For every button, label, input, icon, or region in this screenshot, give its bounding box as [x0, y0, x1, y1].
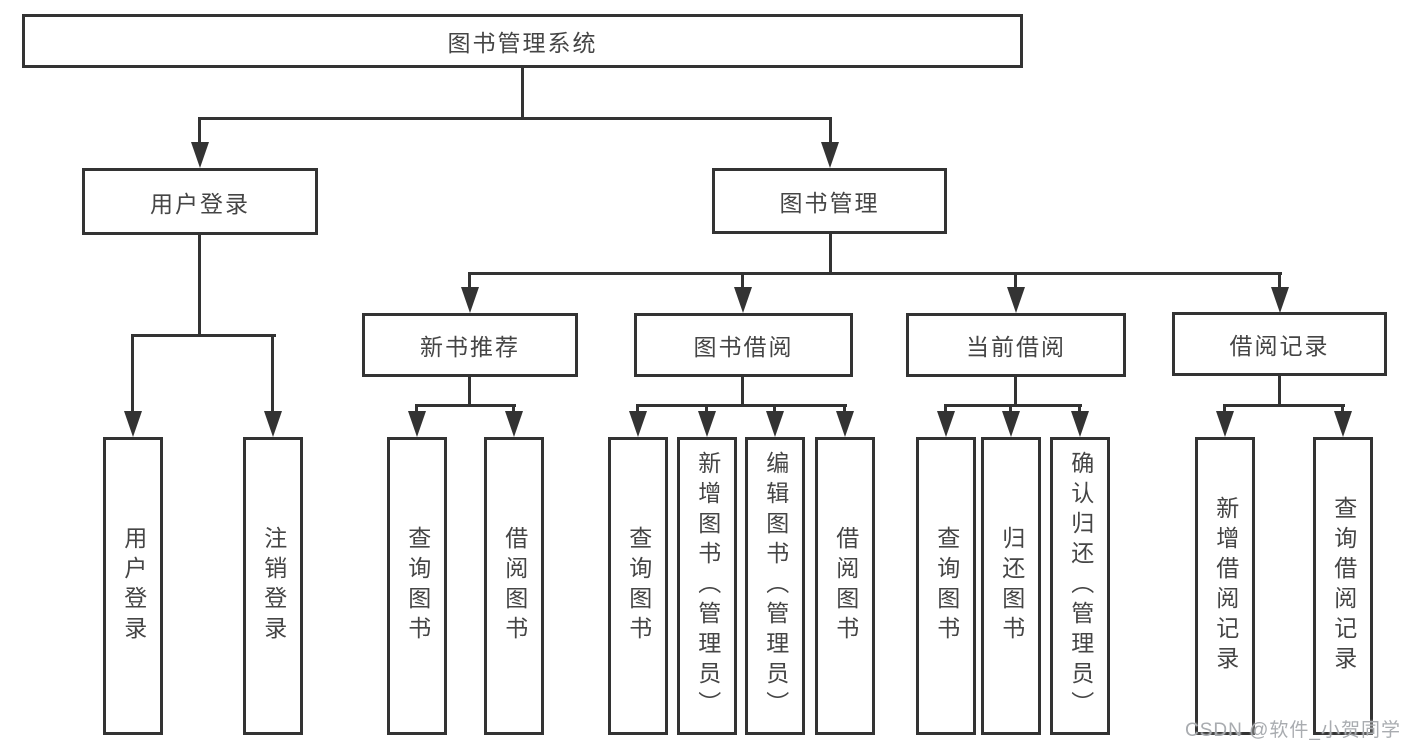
leaf-label: 查询借阅记录	[1330, 496, 1357, 676]
connector-trunk-current-borrowing	[1014, 376, 1017, 406]
connector-rail-user-login	[131, 334, 276, 337]
leaf-add-borrow-record: 新增借阅记录	[1195, 437, 1255, 735]
leaf-add-book-admin: 新增图书（管理员）	[677, 437, 737, 735]
arrowhead-down	[836, 411, 854, 437]
node-label: 图书管理	[779, 190, 880, 216]
leaf-label: 查询图书	[933, 526, 960, 646]
connector-tail	[1223, 404, 1226, 416]
arrowhead-down	[408, 411, 426, 437]
arrowhead-down	[191, 142, 209, 168]
leaf-query-borrow-record: 查询借阅记录	[1313, 437, 1373, 735]
arrowhead-down	[821, 142, 839, 168]
connector-trunk-new-book	[468, 375, 471, 406]
connector-trunk-root	[521, 68, 524, 120]
arrowhead-down	[1007, 287, 1025, 313]
connector-tail	[741, 272, 744, 292]
node-user-login: 用户登录	[82, 168, 318, 235]
leaf-label: 归还图书	[998, 526, 1025, 646]
arrowhead-down	[698, 411, 716, 437]
arrowhead-down	[937, 411, 955, 437]
connector-rail-current-borrowing	[944, 404, 1082, 407]
arrowhead-down	[461, 287, 479, 313]
arrowhead-down	[1271, 287, 1289, 313]
connector-trunk-book-borrowing	[741, 376, 744, 406]
connector-rail-level3	[468, 272, 1282, 275]
node-new-book-recommendation: 新书推荐	[362, 313, 578, 377]
csdn-watermark: CSDN @软件_小贺同学	[1185, 720, 1401, 741]
connector-tail	[512, 404, 515, 416]
connector-tail	[773, 404, 776, 416]
leaf-label: 新增借阅记录	[1212, 496, 1239, 676]
connector-tail	[843, 404, 846, 416]
leaf-query-books-borrow: 查询图书	[608, 437, 668, 735]
leaf-edit-book-admin: 编辑图书（管理员）	[745, 437, 805, 735]
leaf-user-login: 用户登录	[103, 437, 163, 735]
node-current-borrowing: 当前借阅	[906, 313, 1126, 377]
leaf-label: 用户登录	[120, 526, 147, 646]
connector-trunk-borrowing-records	[1278, 375, 1281, 406]
node-book-borrowing: 图书借阅	[634, 313, 853, 377]
node-label: 借阅记录	[1229, 333, 1330, 359]
connector-rail-book-borrowing	[636, 404, 847, 407]
connector-trunk-user-login	[198, 234, 201, 336]
node-borrowing-records: 借阅记录	[1172, 312, 1387, 376]
node-label: 图书管理系统	[447, 30, 598, 56]
arrowhead-down	[766, 411, 784, 437]
connector-rail-new-book	[415, 404, 516, 407]
arrowhead-down	[1334, 411, 1352, 437]
arrowhead-down	[264, 411, 282, 437]
connector-tail	[1014, 272, 1017, 292]
node-book-management: 图书管理	[712, 168, 947, 234]
node-label: 新书推荐	[420, 334, 520, 360]
connector-trunk-book-management	[829, 233, 832, 274]
leaf-query-books-current: 查询图书	[916, 437, 976, 735]
leaf-confirm-return-admin: 确认归还（管理员）	[1050, 437, 1110, 735]
leaf-label: 查询图书	[625, 526, 652, 646]
leaf-label: 借阅图书	[832, 526, 859, 646]
connector-tail	[198, 117, 201, 147]
connector-rail-borrowing-records	[1223, 404, 1345, 407]
connector-tail	[1278, 272, 1281, 292]
leaf-label: 确认归还（管理员）	[1067, 451, 1094, 721]
node-root-library-management-system: 图书管理系统	[22, 14, 1023, 68]
connector-rail-level2	[198, 117, 832, 120]
arrowhead-down	[629, 411, 647, 437]
arrowhead-down	[1002, 411, 1020, 437]
leaf-query-books-recommend: 查询图书	[387, 437, 447, 735]
connector-tail	[944, 404, 947, 416]
leaf-return-book: 归还图书	[981, 437, 1041, 735]
arrowhead-down	[1071, 411, 1089, 437]
leaf-borrow-books-recommend: 借阅图书	[484, 437, 544, 735]
connector-tail	[705, 404, 708, 416]
connector-tail	[1009, 404, 1012, 416]
leaf-logout: 注销登录	[243, 437, 303, 735]
leaf-label: 编辑图书（管理员）	[762, 451, 789, 721]
leaf-label: 查询图书	[404, 526, 431, 646]
leaf-label: 新增图书（管理员）	[694, 451, 721, 721]
leaf-label: 借阅图书	[501, 526, 528, 646]
connector-tail	[468, 272, 471, 292]
leaf-label: 注销登录	[260, 526, 287, 646]
arrowhead-down	[1216, 411, 1234, 437]
connector-tail	[131, 334, 134, 414]
connector-tail	[636, 404, 639, 416]
connector-tail	[829, 117, 832, 147]
connector-tail	[1078, 404, 1081, 416]
connector-tail	[415, 404, 418, 416]
connector-tail	[1341, 404, 1344, 416]
leaf-borrow-books: 借阅图书	[815, 437, 875, 735]
node-label: 当前借阅	[966, 334, 1066, 360]
node-label: 用户登录	[150, 190, 250, 217]
arrowhead-down	[505, 411, 523, 437]
node-label: 图书借阅	[693, 334, 794, 360]
connector-tail	[271, 334, 274, 414]
arrowhead-down	[124, 411, 142, 437]
arrowhead-down	[734, 287, 752, 313]
